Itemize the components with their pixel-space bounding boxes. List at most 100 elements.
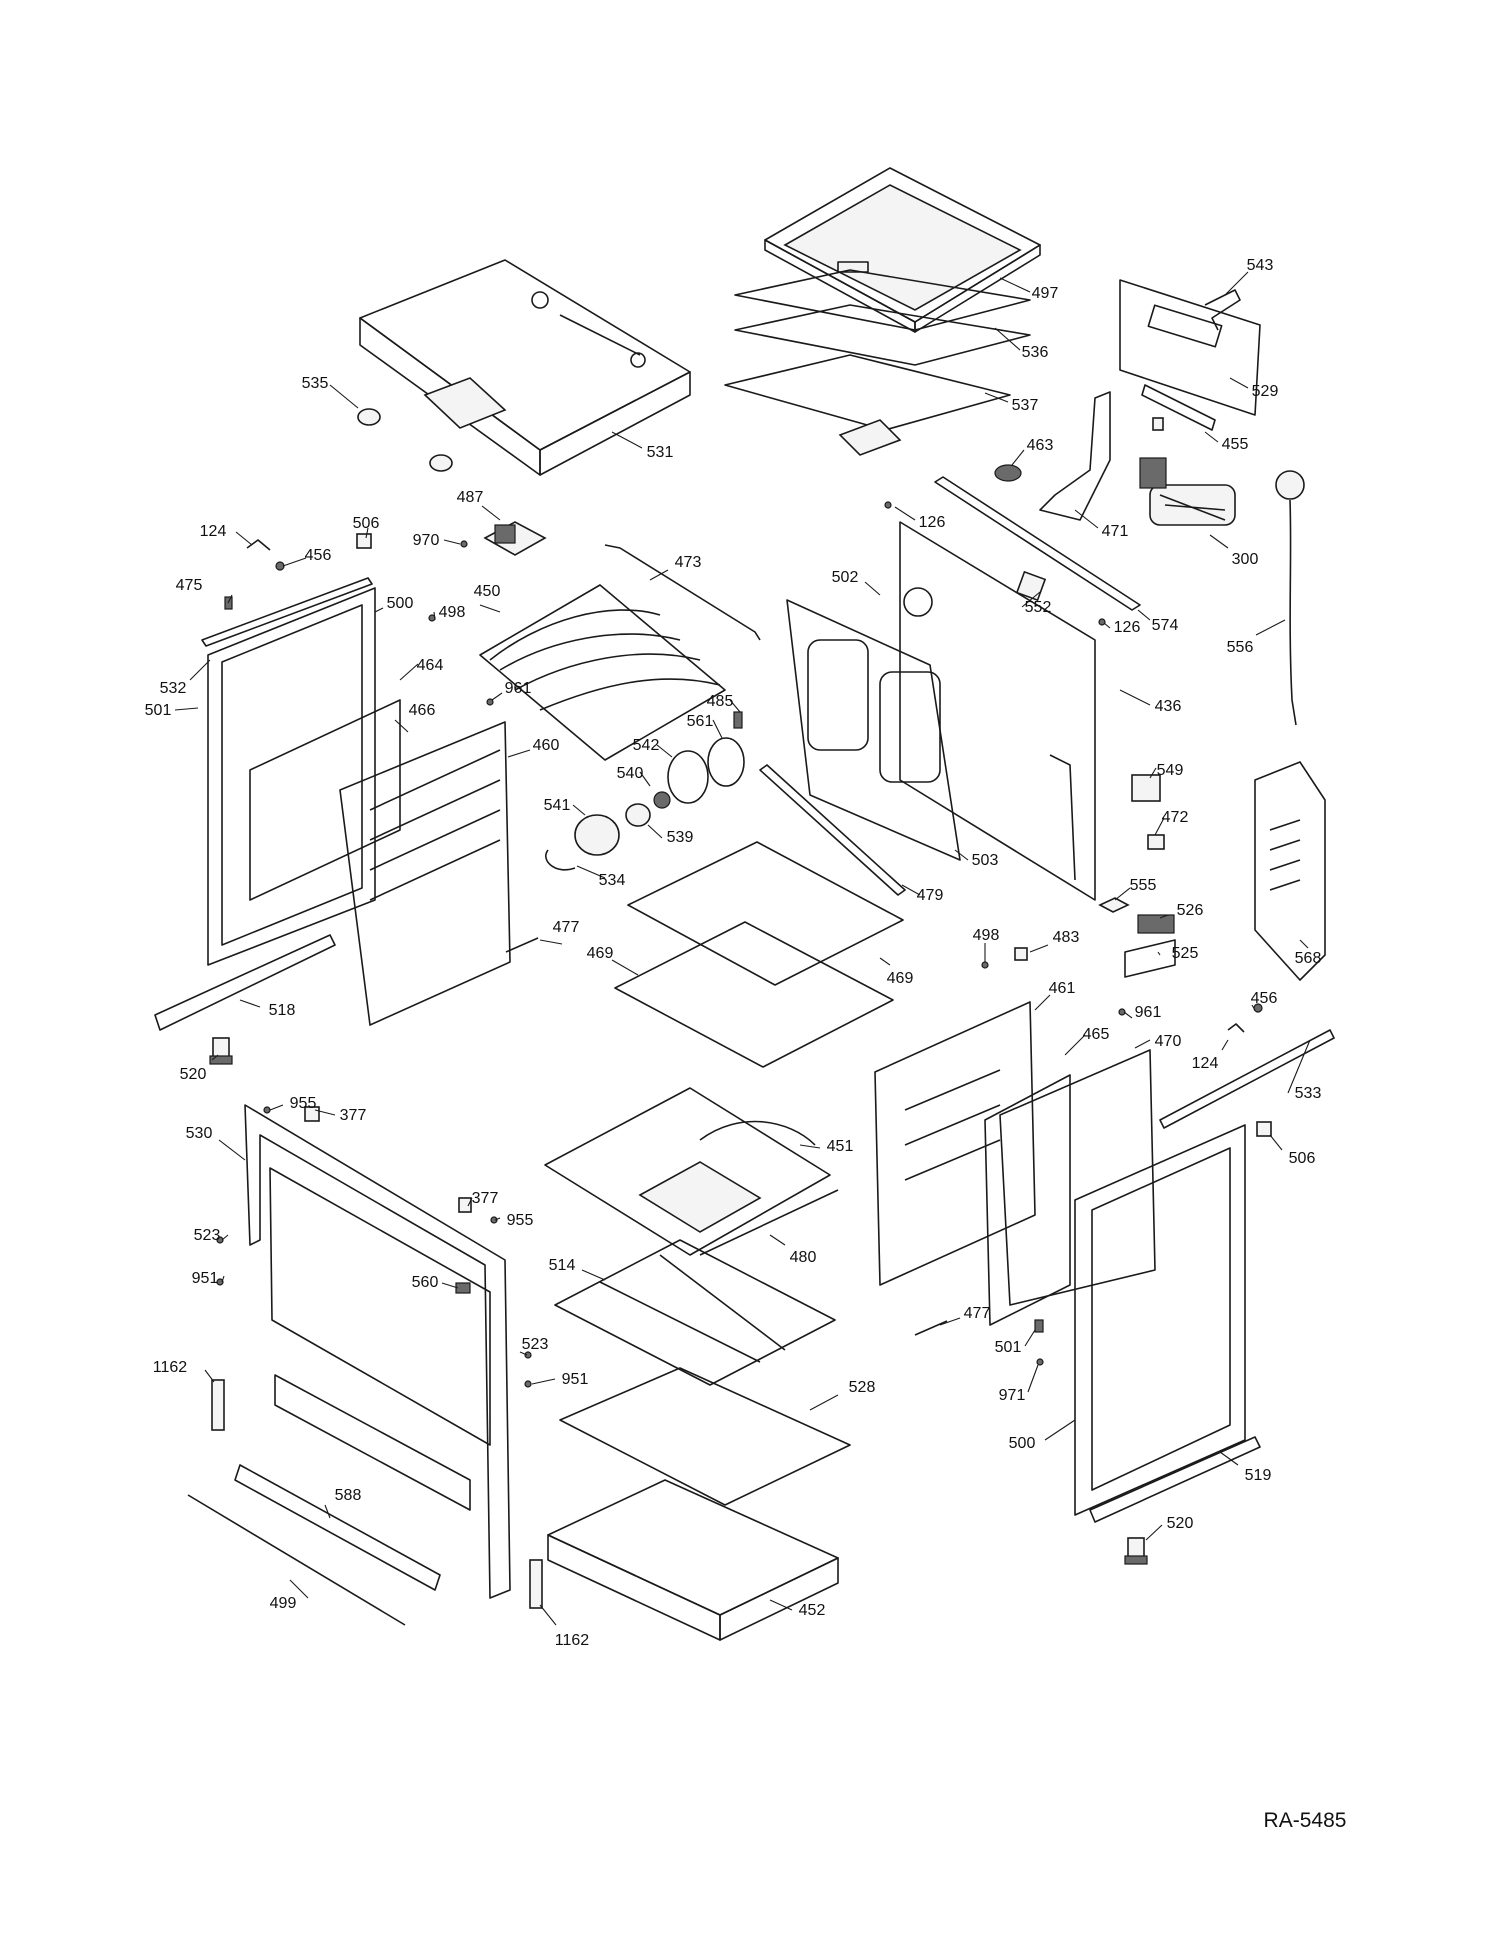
callout-961-lower: 961: [1135, 1004, 1162, 1021]
callout-523-left: 523: [194, 1227, 221, 1244]
callout-124-right: 124: [1192, 1055, 1219, 1072]
callout-499: 499: [270, 1595, 297, 1612]
callout-514: 514: [549, 1257, 576, 1274]
callout-472: 472: [1162, 809, 1189, 826]
part-1162-hinge-left: [211, 1379, 225, 1431]
part-543-bracket: [1204, 289, 1241, 331]
part-124-clip-right: [1227, 1023, 1245, 1033]
callout-126-lower: 126: [1114, 619, 1141, 636]
callout-470: 470: [1155, 1033, 1182, 1050]
part-518-rail-left: [154, 934, 336, 1031]
part-514-drawer-frame: [554, 1239, 836, 1386]
callout-506-right: 506: [1289, 1150, 1316, 1167]
part-469-rack-upper: [627, 841, 904, 986]
callout-500-right: 500: [1009, 1435, 1036, 1452]
part-469-rack-lower: [614, 921, 894, 1068]
callout-461: 461: [1049, 980, 1076, 997]
callout-534: 534: [599, 872, 626, 889]
part-555-clip: [1098, 897, 1130, 913]
callout-471: 471: [1102, 523, 1129, 540]
callout-523-right: 523: [522, 1336, 549, 1353]
callout-126-upper: 126: [919, 514, 946, 531]
callout-970: 970: [413, 532, 440, 549]
part-520-foot-right: [1124, 1537, 1148, 1565]
part-549-relay: [1131, 774, 1161, 802]
part-471-duct: [1039, 391, 1111, 521]
callout-500-left: 500: [387, 595, 414, 612]
callout-541: 541: [544, 797, 571, 814]
part-525-bracket: [1124, 939, 1176, 978]
part-497-top-panel: [764, 167, 1041, 333]
part-485-switch: [733, 711, 743, 729]
callout-555: 555: [1130, 877, 1157, 894]
part-537-insulation: [724, 354, 1011, 456]
callout-506-left: 506: [353, 515, 380, 532]
part-452-insulation-pad: [547, 1479, 839, 1641]
callout-451: 451: [827, 1138, 854, 1155]
part-528-drawer-panel: [559, 1367, 851, 1506]
callout-466: 466: [409, 702, 436, 719]
part-480-rail: [699, 1189, 839, 1256]
callout-485: 485: [707, 693, 734, 710]
callout-543: 543: [1247, 257, 1274, 274]
callout-540: 540: [617, 765, 644, 782]
callout-498-upper: 498: [439, 604, 466, 621]
callout-552: 552: [1025, 599, 1052, 616]
part-483-knob: [1014, 947, 1028, 961]
callout-487: 487: [457, 489, 484, 506]
callout-533: 533: [1295, 1085, 1322, 1102]
part-503-liner-back: [786, 599, 961, 861]
callout-549: 549: [1157, 762, 1184, 779]
callout-labels: 543 497 529 536 535 537 455 463 531 487 …: [145, 257, 1322, 1649]
part-588-rail: [234, 1464, 441, 1591]
callout-955-lower: 955: [507, 1212, 534, 1229]
callout-518: 518: [269, 1002, 296, 1019]
part-531-oven-wrapper-top: [359, 259, 691, 476]
part-487-component: [483, 521, 547, 556]
callout-530: 530: [186, 1125, 213, 1142]
callout-519: 519: [1245, 1467, 1272, 1484]
part-473-bracket: [604, 544, 761, 641]
part-479-trim: [759, 764, 906, 896]
part-556-sensor: [1275, 470, 1305, 726]
callout-556: 556: [1227, 639, 1254, 656]
part-532-trim-left: [201, 577, 373, 647]
callout-588: 588: [335, 1487, 362, 1504]
callout-1162-right: 1162: [555, 1632, 590, 1649]
callout-377-upper: 377: [340, 1107, 367, 1124]
callout-535: 535: [302, 375, 329, 392]
callout-520-right: 520: [1167, 1515, 1194, 1532]
part-500-door-right: [1074, 1124, 1246, 1516]
callout-542: 542: [633, 737, 660, 754]
callout-574: 574: [1152, 617, 1179, 634]
part-1162-hinge-right: [529, 1559, 543, 1609]
callout-377-lower: 377: [472, 1190, 499, 1207]
callout-450: 450: [474, 583, 501, 600]
callout-124-left: 124: [200, 523, 227, 540]
part-small-screws: [216, 501, 1263, 1388]
callout-531: 531: [647, 444, 674, 461]
part-520-foot-left: [209, 1037, 233, 1065]
callout-473: 473: [675, 554, 702, 571]
callout-479: 479: [917, 887, 944, 904]
callout-502: 502: [832, 569, 859, 586]
part-461-side-panel-right: [874, 1001, 1036, 1286]
callout-477-upper: 477: [553, 919, 580, 936]
part-465-baffle: [984, 1074, 1071, 1326]
callout-537: 537: [1012, 397, 1039, 414]
callout-1162-left: 1162: [153, 1359, 188, 1376]
part-477-rod-lower: [914, 1320, 948, 1336]
part-506-bumper-left: [356, 533, 372, 549]
callout-536: 536: [1022, 344, 1049, 361]
callout-532: 532: [160, 680, 187, 697]
part-470-insulation: [999, 1049, 1156, 1306]
part-464-baffle: [249, 699, 401, 901]
callout-300: 300: [1232, 551, 1259, 568]
callout-528: 528: [849, 1379, 876, 1396]
part-300-fan: [1139, 457, 1236, 526]
callout-560: 560: [412, 1274, 439, 1291]
part-499-strip: [187, 1494, 406, 1626]
callout-951-right: 951: [562, 1371, 589, 1388]
callout-529: 529: [1252, 383, 1279, 400]
